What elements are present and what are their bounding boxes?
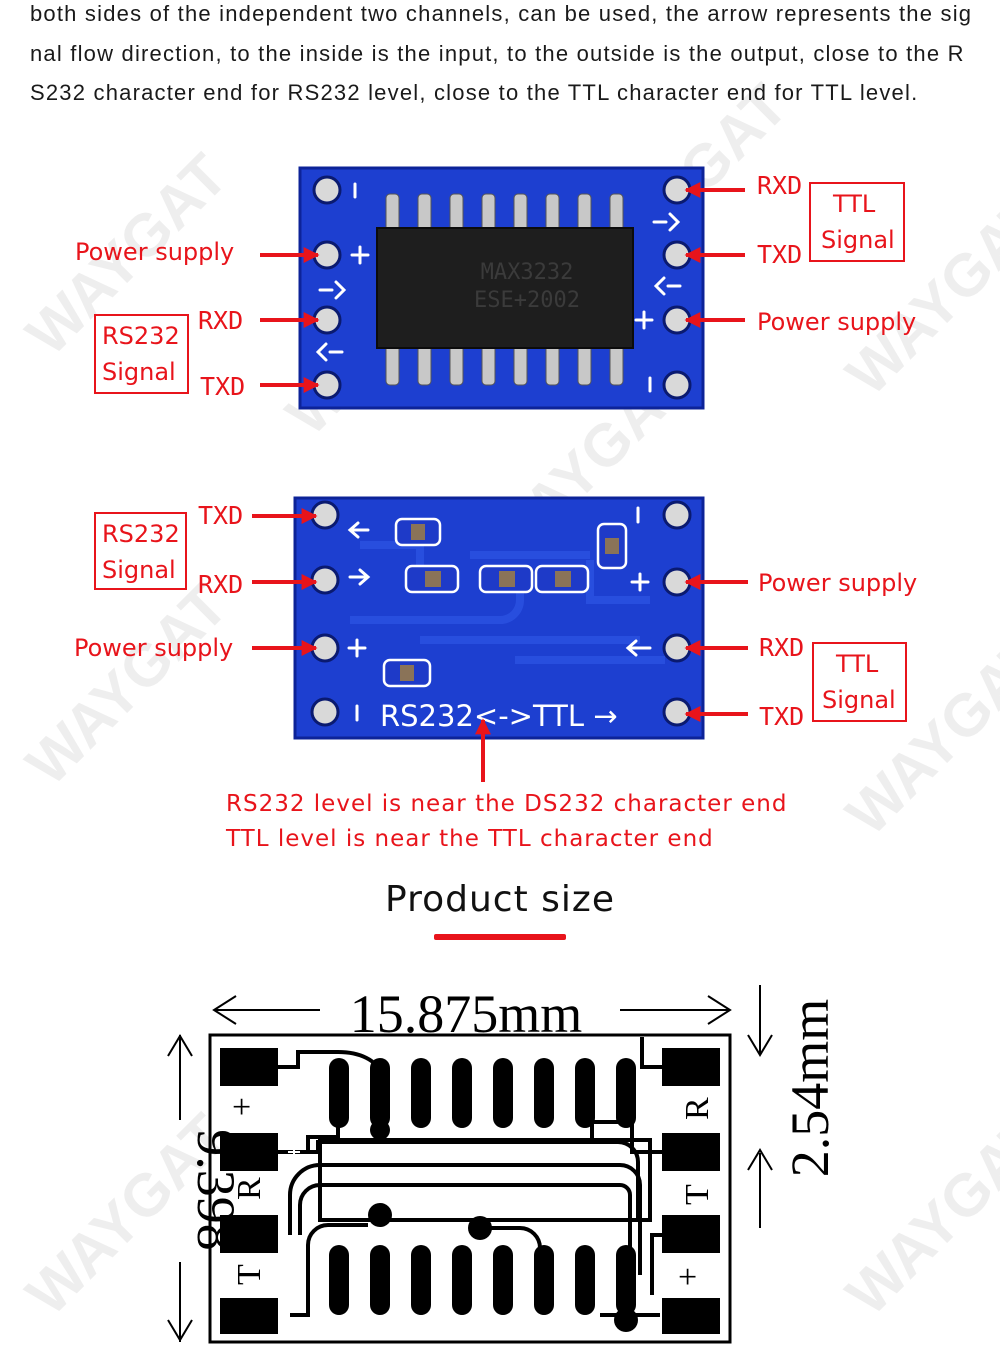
bottom-right-power-supply-label: Power supply	[758, 569, 918, 597]
bottom-left-txd-label: TXD	[198, 501, 244, 530]
intro-text: both sides of the independent two channe…	[30, 1, 973, 105]
smd-components	[382, 517, 628, 688]
dimension-drawing: + R T R T + 15.875mm 9.398 2.54mm	[167, 984, 840, 1344]
bottom-right-txd-label: TXD	[759, 702, 805, 731]
bottom-board: RS232<->TTL →	[293, 496, 705, 740]
pad-mark-t-left: T	[231, 1264, 268, 1285]
bottom-left-rxd-label: RXD	[198, 570, 244, 599]
bottom-rs232-signal-box: RS232 Signal	[94, 512, 187, 590]
top-rs232-box-line1: RS232	[102, 322, 180, 350]
width-dimension: 15.875mm	[350, 984, 583, 1044]
top-ttl-box-line1: TTL	[833, 190, 876, 218]
top-left-txd-label: TXD	[200, 372, 246, 401]
level-note-line1: RS232 level is near the DS232 character …	[226, 791, 788, 817]
product-size-heading: Product size	[385, 879, 615, 920]
pad-mark-plus-right: +	[678, 1259, 697, 1296]
chip-marking-line2: ESE+2002	[474, 288, 580, 313]
top-right-rxd-label: RXD	[757, 171, 803, 200]
bottom-ttl-box-line1: TTL	[836, 650, 879, 678]
bottom-rs232-box-line1: RS232	[102, 520, 180, 548]
pad-mark-r-right: R	[679, 1097, 716, 1120]
bottom-right-rxd-label: RXD	[759, 633, 805, 662]
bottom-rs232-box-line2: Signal	[102, 556, 176, 584]
silkscreen-text: RS232<->TTL →	[380, 699, 618, 733]
height-dimension: 9.398	[186, 1129, 246, 1251]
top-left-rxd-label: RXD	[198, 306, 244, 335]
top-rs232-signal-box: RS232 Signal	[94, 314, 189, 394]
level-note-line2: TTL level is near the TTL character end	[226, 826, 714, 852]
top-left-power-supply-label: Power supply	[75, 238, 235, 266]
top-ttl-signal-box: TTL Signal	[809, 182, 905, 262]
top-right-power-supply-label: Power supply	[757, 308, 917, 336]
bottom-ttl-signal-box: TTL Signal	[812, 642, 907, 722]
top-right-txd-label: TXD	[757, 240, 803, 269]
pad-mark-plus-left: +	[232, 1089, 251, 1126]
pad-mark-t-right: T	[679, 1184, 716, 1205]
pitch-dimension: 2.54mm	[780, 999, 840, 1178]
top-board: MAX3232 ESE+2002	[298, 166, 705, 410]
bottom-left-power-supply-label: Power supply	[74, 634, 234, 662]
top-ttl-box-line2: Signal	[821, 226, 895, 254]
chip-marking-line1: MAX3232	[481, 260, 574, 285]
heading-underline	[434, 934, 566, 940]
bottom-ttl-box-line2: Signal	[822, 686, 896, 714]
top-rs232-box-line2: Signal	[102, 358, 176, 386]
pad-mark-r-left: R	[231, 1177, 268, 1200]
